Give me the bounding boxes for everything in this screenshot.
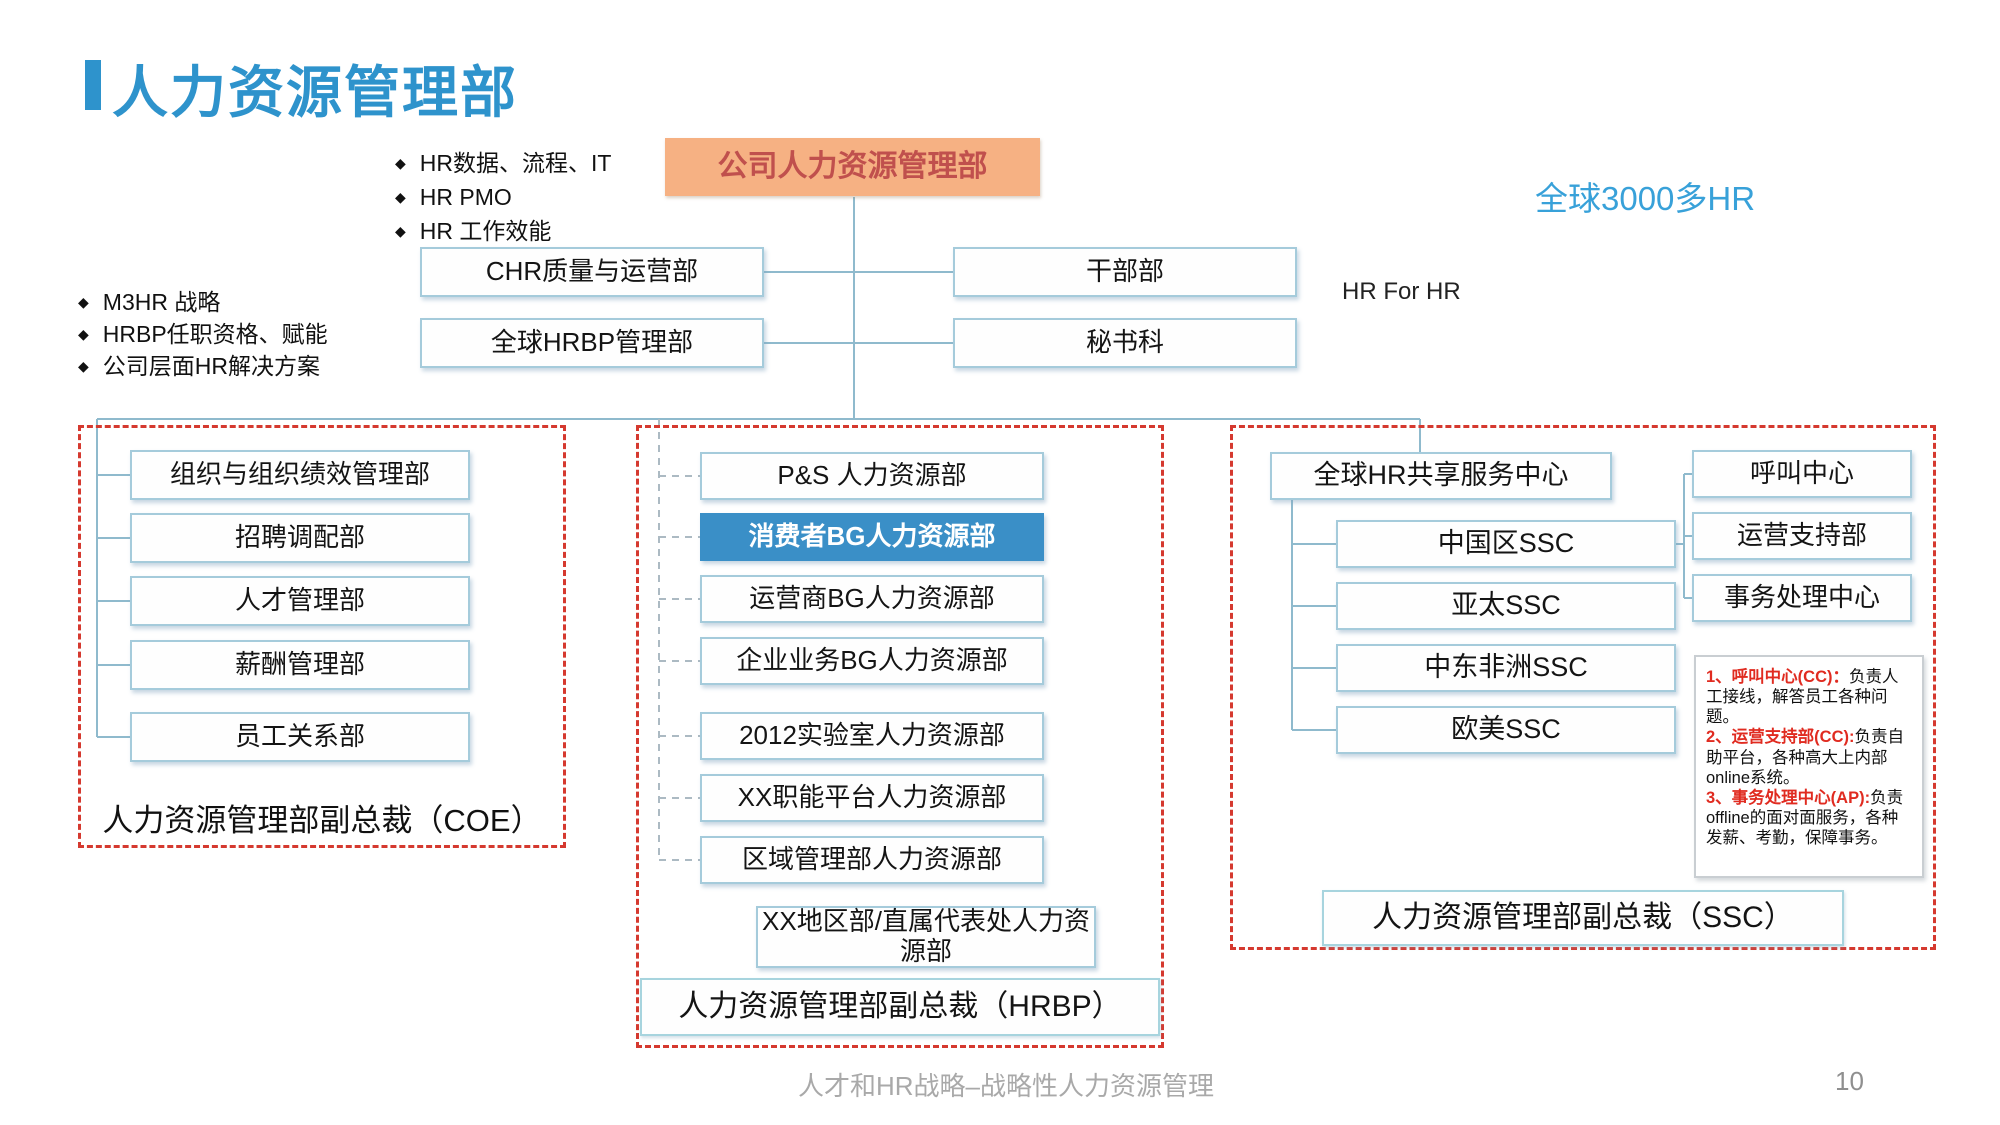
org-node-carrier-bg-hr: 运营商BG人力资源部 <box>700 575 1044 623</box>
list-item: ◆ HR 工作效能 <box>395 216 611 250</box>
org-node-mea-ssc: 中东非洲SSC <box>1336 644 1676 692</box>
org-node-chr-quality: CHR质量与运营部 <box>420 247 764 297</box>
hr-for-hr-note: HR For HR <box>1342 278 1461 305</box>
bullet-label: HR 工作效能 <box>419 218 552 244</box>
diamond-bullet-icon: ◆ <box>78 294 89 310</box>
list-item: ◆ M3HR 战略 <box>78 288 328 320</box>
org-node-global-hrbp: 全球HRBP管理部 <box>420 318 764 368</box>
note-head: 2、运营支持部(CC): <box>1706 728 1855 747</box>
bullet-label: HR PMO <box>419 184 512 210</box>
bullet-label: M3HR 战略 <box>102 289 221 315</box>
bullet-label: HRBP任职资格、赋能 <box>102 321 328 347</box>
list-item: ◆ 公司层面HR解决方案 <box>78 352 328 384</box>
coe-group-label: 人力资源管理部副总裁（COE） <box>102 803 542 838</box>
list-item: ◆ HR PMO <box>395 182 611 216</box>
title-accent-bar <box>85 60 101 110</box>
org-node-eu-us-ssc: 欧美SSC <box>1336 706 1676 754</box>
org-node-cadre-dept: 干部部 <box>953 247 1297 297</box>
diamond-bullet-icon: ◆ <box>395 223 406 239</box>
org-node-consumer-bg-hr: 消费者BG人力资源部 <box>700 513 1044 561</box>
org-node-employee-relations: 员工关系部 <box>130 712 470 762</box>
coe-group-frame <box>78 425 566 848</box>
top-bullet-list: ◆ HR数据、流程、IT ◆ HR PMO ◆ HR 工作效能 <box>395 148 611 250</box>
hrbp-group-label: 人力资源管理部副总裁（HRBP） <box>640 978 1160 1036</box>
diamond-bullet-icon: ◆ <box>78 358 89 374</box>
org-node-regional-mgmt-hr: 区域管理部人力资源部 <box>700 836 1044 884</box>
org-node-enterprise-bg-hr: 企业业务BG人力资源部 <box>700 637 1044 685</box>
org-node-secretariat: 秘书科 <box>953 318 1297 368</box>
bullet-label: 公司层面HR解决方案 <box>102 353 321 379</box>
note-body: 负责人工接线，解答员工各种问题。 <box>1706 668 1899 727</box>
org-node-ops-support: 运营支持部 <box>1692 512 1912 560</box>
org-node-call-center: 呼叫中心 <box>1692 450 1912 498</box>
org-node-org-performance: 组织与组织绩效管理部 <box>130 450 470 500</box>
org-node-recruiting: 招聘调配部 <box>130 513 470 563</box>
org-node-compensation: 薪酬管理部 <box>130 640 470 690</box>
org-node-ps-hr: P&S 人力资源部 <box>700 452 1044 500</box>
page-title: 人力资源管理部 <box>112 61 518 124</box>
global-hr-count-note: 全球3000多HR <box>1535 180 1756 217</box>
org-node-china-ssc: 中国区SSC <box>1336 520 1676 568</box>
diamond-bullet-icon: ◆ <box>395 155 406 171</box>
note-body: 负责offline的面对面服务，各种发薪、考勤，保障事务。 <box>1706 788 1904 847</box>
org-node-2012-lab-hr: 2012实验室人力资源部 <box>700 712 1044 760</box>
ssc-notes-box: 1、呼叫中心(CC)：负责人工接线，解答员工各种问题。 2、运营支持部(CC):… <box>1694 655 1924 878</box>
page-number: 10 <box>1835 1066 1864 1096</box>
org-node-transaction-center: 事务处理中心 <box>1692 574 1912 622</box>
ssc-group-frame <box>1230 425 1936 950</box>
ssc-group-label: 人力资源管理部副总裁（SSC） <box>1322 890 1844 946</box>
list-item: ◆ HRBP任职资格、赋能 <box>78 320 328 352</box>
org-node-apac-ssc: 亚太SSC <box>1336 582 1676 630</box>
org-node-global-ssc: 全球HR共享服务中心 <box>1270 452 1612 500</box>
org-node-xx-platform-hr: XX职能平台人力资源部 <box>700 774 1044 822</box>
note-head: 1、呼叫中心(CC)： <box>1706 668 1849 686</box>
footer-title: 人才和HR战略–战略性人力资源管理 <box>797 1071 1214 1101</box>
org-node-talent-mgmt: 人才管理部 <box>130 576 470 626</box>
note-body: 负责自助平台，各种高大上内部online系统。 <box>1706 728 1904 787</box>
org-node-root: 公司人力资源管理部 <box>665 138 1040 196</box>
bullet-label: HR数据、流程、IT <box>419 150 612 176</box>
left-bullet-list: ◆ M3HR 战略 ◆ HRBP任职资格、赋能 ◆ 公司层面HR解决方案 <box>78 288 328 384</box>
diamond-bullet-icon: ◆ <box>78 326 89 342</box>
diamond-bullet-icon: ◆ <box>395 189 406 205</box>
org-node-xx-region-office-hr: XX地区部/直属代表处人力资源部 <box>756 906 1096 968</box>
list-item: ◆ HR数据、流程、IT <box>395 148 611 182</box>
hrbp-group-frame <box>636 425 1164 1048</box>
note-head: 3、事务处理中心(AP): <box>1706 788 1871 807</box>
